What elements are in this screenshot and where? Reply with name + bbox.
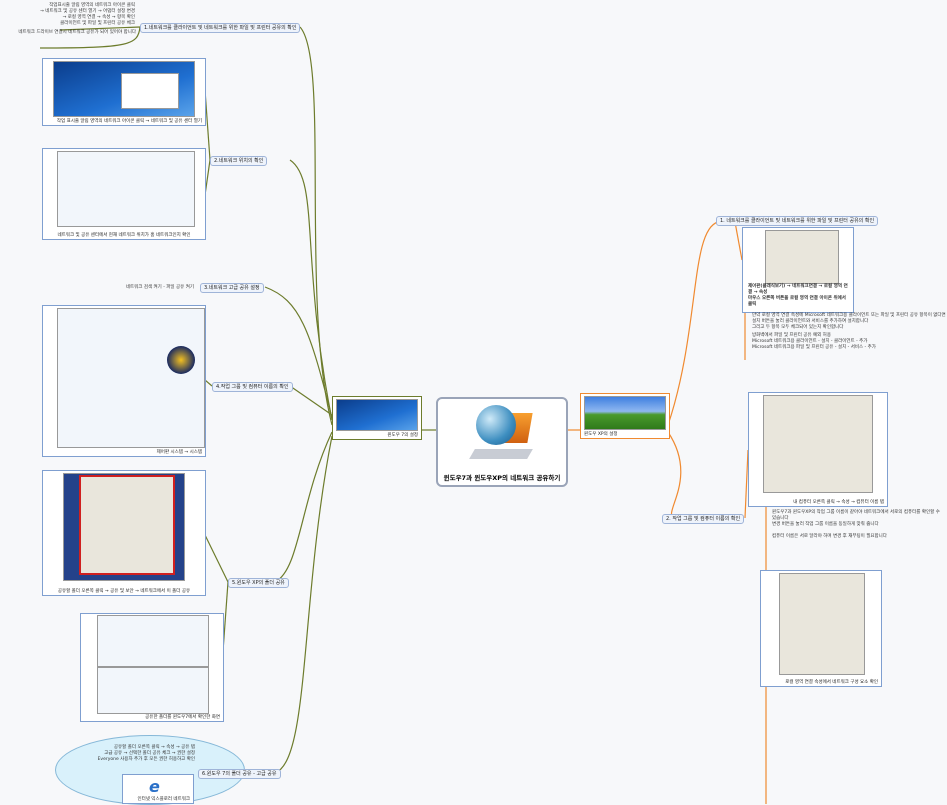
win7-branch-1[interactable]: 1.네트워크를 클라이언트 및 네트워크를 위한 파일 및 프린터 공유의 확인 [140,23,301,33]
win7-branch-2[interactable]: 2.네트워크 위치의 확인 [210,156,268,166]
xp-branch-2-notes: 윈도우7과 윈도우XP의 작업 그룹 이름이 같아야 네트워크에서 서로의 컴퓨… [772,510,940,539]
network-center-screenshot: 네트워크 및 공유 센터에서 현재 네트워크 위치가 홈 네트워크인지 확인 [42,148,206,240]
windows7-desktop-image [336,399,418,431]
shared-folder-screenshot: 공유한 폴더를 윈도우7에서 확인한 화면 [80,613,224,722]
win7-branch-1-notes: 작업표시줄 알림 영역의 네트워크 아이콘 클릭→ 네트워크 및 공유 센터 열… [40,3,135,26]
win7-settings-node[interactable]: 윈도우 7의 설정 [332,396,422,440]
win7-branch-5[interactable]: 5.윈도우 XP의 폴더 공유 [228,578,289,588]
system-screenshot: 제어판 시스템 → 시스템 [42,305,206,457]
win7-branch-6[interactable]: 6.윈도우 7의 폴더 공유 - 고급 공유 [198,769,281,779]
ie-network-image: e 인터넷 익스플로러 네트워크 [122,774,194,804]
xp-branch-1[interactable]: 1. 네트워크를 클라이언트 및 네트워크를 위한 파일 및 프린터 공유의 확… [716,216,879,226]
computer-name-screenshot: 내 컴퓨터 오른쪽 클릭 → 속성 → 컴퓨터 이름 탭 [748,392,888,507]
win7-branch-3-note: 네트워크 검색 켜기 - 파일 공유 켜기 [125,285,194,290]
win7-settings-label: 윈도우 7의 설정 [387,433,418,438]
xp-folder-share-screenshot: 공유할 폴더 오른쪽 클릭 → 공유 및 보안 → 네트워크에서 이 폴더 공유 [42,470,206,596]
internet-explorer-icon: e [149,777,160,796]
central-topic[interactable]: 윈도우7과 윈도우XP의 네트워크 공유하기 [436,397,568,487]
xp-settings-node[interactable]: 윈도우 XP의 설정 [580,393,670,439]
central-title: 윈도우7과 윈도우XP의 네트워크 공유하기 [443,474,561,482]
win7-branch-4[interactable]: 4.작업 그룹 및 컴퓨터 이름의 확인 [212,382,293,392]
windows-xp-desktop-image [584,396,666,430]
xp-branch-1-notes: 만약 로컬 영역 연결 속성에 Microsoft 네트워크용 클라이언트 또는… [752,313,946,350]
xp-settings-label: 윈도우 XP의 설정 [584,432,618,437]
network-tray-screenshot: 작업 표시줄 알림 영역의 네트워크 아이콘 클릭 → 네트워크 및 공유 센터… [42,58,206,126]
win7-branch-1-note: 네트워크 드라이브 연결시 네트워크 공유가 되어 있어야 합니다 [18,30,136,35]
win7-branch-3[interactable]: 3.네트워크 고급 공유 설정 [200,283,264,293]
network-components-screenshot: 로컬 영역 연결 속성에서 네트워크 구성 요소 확인 [760,570,882,687]
xp-branch-2[interactable]: 2. 작업 그룹 및 컴퓨터 이름의 확인 [662,514,745,524]
globe-laptop-icon [469,405,533,467]
